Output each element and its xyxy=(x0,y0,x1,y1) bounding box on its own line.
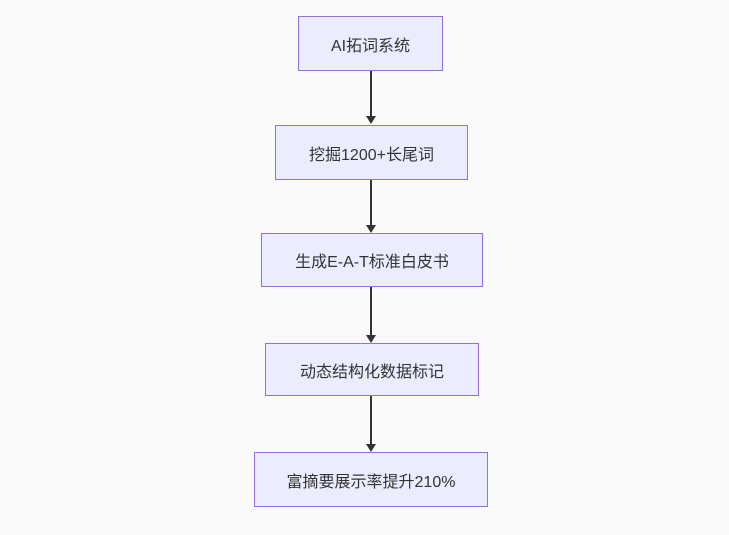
flow-node-label: 生成E-A-T标准白皮书 xyxy=(295,254,449,271)
flow-node-label: 动态结构化数据标记 xyxy=(299,363,444,381)
flow-node-label: AI拓词系统 xyxy=(330,37,411,55)
flow-node-dynamic-structured-data-markup: 动态结构化数据标记 xyxy=(265,343,479,396)
flow-node-generate-eat-whitepaper: 生成E-A-T标准白皮书 xyxy=(261,233,483,287)
flow-arrow-1 xyxy=(365,71,377,124)
flow-arrow-4 xyxy=(365,396,377,452)
arrow-line xyxy=(370,396,372,445)
flow-node-mine-longtail-keywords: 挖掘1200+长尾词 xyxy=(275,125,468,180)
flow-node-ai-word-expansion-system: AI拓词系统 xyxy=(298,16,443,71)
arrow-head-down-icon xyxy=(366,116,376,124)
flow-node-label: 富摘要展示率提升210% xyxy=(286,473,456,491)
arrow-line xyxy=(370,180,372,226)
arrow-line xyxy=(370,71,372,117)
flow-node-rich-snippet-rate-increase: 富摘要展示率提升210% xyxy=(254,452,488,507)
flow-node-label: 挖掘1200+长尾词 xyxy=(309,146,434,164)
flow-arrow-3 xyxy=(365,287,377,343)
arrow-head-down-icon xyxy=(366,335,376,343)
arrow-line xyxy=(370,287,372,336)
arrow-head-down-icon xyxy=(366,225,376,233)
flow-arrow-2 xyxy=(365,180,377,233)
arrow-head-down-icon xyxy=(366,444,376,452)
